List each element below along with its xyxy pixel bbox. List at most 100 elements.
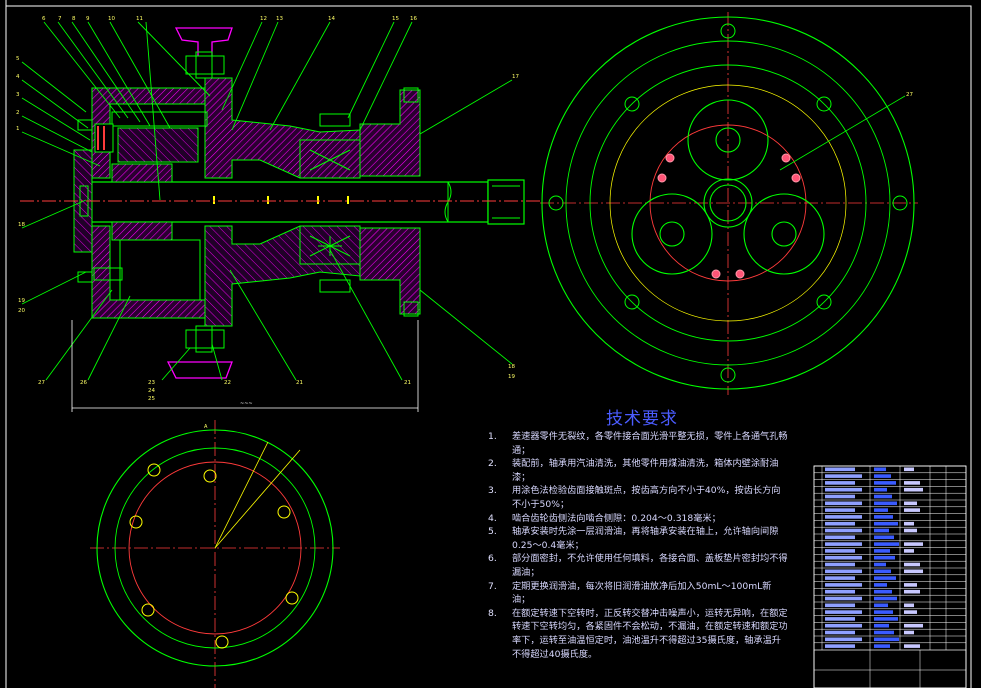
part-label: 4 xyxy=(16,74,20,80)
part-label: 25 xyxy=(148,396,155,402)
table-cell-code xyxy=(825,589,855,594)
part-label: 21 xyxy=(296,380,303,386)
part-number-labels: 6 7 8 9 10 11 12 13 14 15 16 17 5 4 3 2 … xyxy=(16,16,913,402)
output-shaft xyxy=(87,181,489,223)
requirement-text: 装配前，轴承用汽油清洗，其他零件用煤油清洗，箱体内壁涂耐油漆； xyxy=(512,458,779,483)
table-cell-name xyxy=(874,644,890,648)
table-cell-name xyxy=(874,576,896,580)
requirement-item: 6.部分面密封，不允许使用任何填料，各接合面、盖板垫片密封均不得漏油； xyxy=(488,552,788,579)
table-cell-code xyxy=(825,487,862,492)
table-cell-name xyxy=(874,603,888,608)
part-label: 15 xyxy=(392,16,399,22)
table-cell-name xyxy=(874,596,897,601)
table-cell-name xyxy=(874,555,895,560)
part-label: 18 xyxy=(508,364,515,370)
table-cell-material xyxy=(904,481,920,485)
part-label: 3 xyxy=(16,92,20,98)
requirement-text: 轴承安装时先涂一层润滑油，再将轴承安装在轴上，允许轴向间隙0.25～0.4毫米； xyxy=(512,526,779,551)
requirement-text: 定期更换润滑油，每次将旧润滑油放净后加入50mL～100mL新油； xyxy=(512,580,772,606)
requirement-text: 用涂色法检验齿面接触斑点，按齿高方向不小于40%，按齿长方向不小于50%； xyxy=(512,485,781,510)
requirement-number: 8. xyxy=(488,607,497,619)
planet-gear-upper xyxy=(117,127,199,163)
leader-lines xyxy=(21,21,513,381)
requirement-item: 7.定期更换润滑油，每次将旧润滑油放净后加入50mL～100mL新油； xyxy=(488,580,788,607)
parts-list-table xyxy=(813,465,967,688)
table-cell-code xyxy=(825,576,855,580)
table-cell-name xyxy=(874,569,891,574)
svg-text:~~~: ~~~ xyxy=(240,401,253,407)
table-cell-code xyxy=(825,542,862,546)
table-cell-material xyxy=(904,501,917,506)
table-cell-code xyxy=(825,521,855,526)
part-label: 24 xyxy=(148,388,155,394)
planet-gear-2 xyxy=(631,193,713,275)
table-cell-material xyxy=(904,610,917,614)
table-cell-name xyxy=(874,467,886,472)
part-label: 27 xyxy=(38,380,45,386)
part-label: 6 xyxy=(42,16,46,22)
part-label: 2 xyxy=(16,110,20,116)
table-cell-code xyxy=(825,596,862,601)
drawing-frame xyxy=(5,0,972,688)
requirement-number: 1. xyxy=(488,431,497,442)
table-cell-code xyxy=(825,481,855,485)
part-label: 14 xyxy=(328,16,335,22)
table-cell-code xyxy=(825,467,855,472)
sun-gear xyxy=(111,163,173,183)
table-cell-material xyxy=(904,569,923,574)
table-cell-material xyxy=(904,603,914,608)
bottom-clamp xyxy=(166,361,233,379)
main-section-view: ~~~ xyxy=(20,21,540,412)
requirement-item: 4.啮合齿轮齿侧法向啮合侧隙：0.204～0.318毫米； xyxy=(488,512,788,526)
part-label: 13 xyxy=(276,16,283,22)
requirement-item: 1. 差速器零件无裂纹，各零件接合面光滑平整无损，零件上各通气孔畅通； xyxy=(488,430,788,457)
planet-gear-3 xyxy=(743,193,825,275)
table-cell-code xyxy=(825,637,862,642)
table-cell-material xyxy=(904,508,920,512)
table-cell-name xyxy=(874,549,890,553)
requirement-text: 在额定转速下空转时，正反转交替冲击噪声小，运转无异响，在额定转速下空转均匀，各紧… xyxy=(512,607,788,660)
requirement-item: 3. 用涂色法检验齿面接触斑点，按齿高方向不小于40%，按齿长方向不小于50%； xyxy=(488,484,788,511)
svg-text:A: A xyxy=(204,424,208,430)
technical-requirements-list: 1. 差速器零件无裂纹，各零件接合面光滑平整无损，零件上各通气孔畅通； 2. 装配前，… xyxy=(488,430,788,661)
part-label: 19 xyxy=(18,298,25,304)
table-cell-code xyxy=(825,474,862,478)
part-label: 19 xyxy=(508,374,515,380)
requirement-text: 啮合齿轮齿侧法向啮合侧隙：0.204～0.318毫米； xyxy=(512,512,721,524)
part-label: 11 xyxy=(136,16,143,22)
requirement-item: 5.轴承安装时先涂一层润滑油，再将轴承安装在轴上，允许轴向间隙0.25～0.4毫… xyxy=(488,525,788,552)
table-cell-name xyxy=(874,562,886,567)
table-cell-name xyxy=(874,623,889,628)
table-cell-material xyxy=(904,528,917,533)
table-cell-code xyxy=(825,555,862,560)
table-cell-name xyxy=(874,630,894,635)
table-cell-code xyxy=(825,610,862,614)
table-cell-code xyxy=(825,494,855,499)
technical-requirements-title: 技术要求 xyxy=(606,409,678,429)
table-cell-material xyxy=(904,644,920,648)
table-cell-name xyxy=(874,610,893,614)
table-cell-material xyxy=(904,589,920,594)
part-label: 18 xyxy=(18,222,25,228)
part-label: 22 xyxy=(224,380,231,386)
table-cell-code xyxy=(825,623,862,628)
table-cell-material xyxy=(904,487,923,492)
part-label: 16 xyxy=(410,16,417,22)
part-label: 5 xyxy=(16,56,20,62)
table-cell-code xyxy=(825,562,855,567)
table-cell-name xyxy=(874,617,898,621)
table-cell-material xyxy=(904,623,923,628)
requirement-text: 差速器零件无裂纹，各零件接合面光滑平整无损，零件上各通气孔畅通； xyxy=(512,431,788,456)
requirement-number: 2. xyxy=(488,458,497,470)
table-cell-code xyxy=(825,528,862,533)
table-cell-name xyxy=(874,528,889,533)
end-view-lower: A xyxy=(90,420,340,688)
table-cell-material xyxy=(904,630,914,635)
table-cell-code xyxy=(825,508,855,512)
table-cell-code xyxy=(825,617,855,621)
part-label: 10 xyxy=(108,16,115,22)
requirement-number: 3. xyxy=(488,485,497,497)
table-cell-name xyxy=(874,515,893,519)
part-label: 23 xyxy=(148,380,155,386)
